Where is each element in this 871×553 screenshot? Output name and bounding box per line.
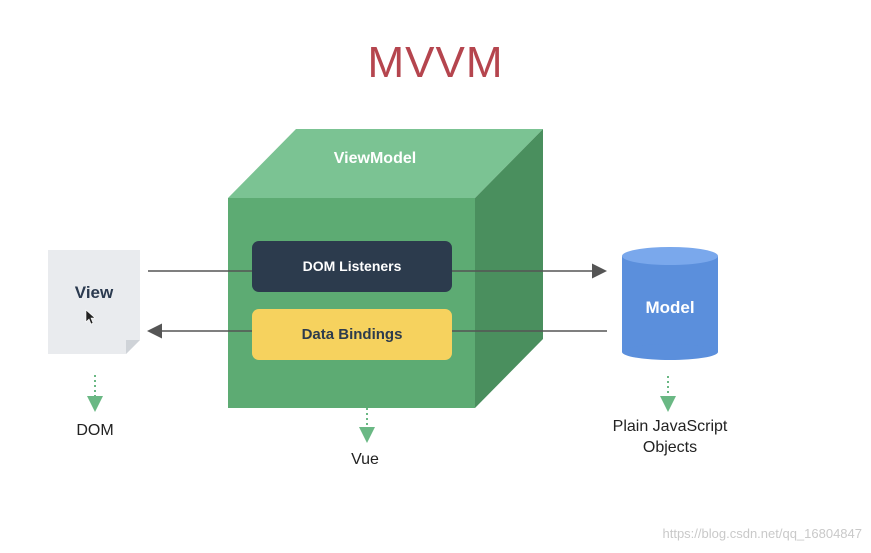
model-label: Model (645, 298, 695, 317)
cube-top-face (228, 129, 543, 198)
data-bindings-box: Data Bindings (252, 309, 452, 360)
model-caption: Plain JavaScript Objects (590, 416, 750, 458)
model-caption-line2: Objects (642, 439, 698, 456)
page-title: MVVM (367, 38, 504, 87)
model-caption-line1: Plain JavaScript (612, 418, 728, 435)
view-label: View (74, 283, 114, 302)
dom-listeners-box: DOM Listeners (252, 241, 452, 292)
viewmodel-cube (228, 129, 543, 408)
cube-front-face (228, 198, 475, 408)
dom-caption: DOM (76, 422, 114, 439)
cube-side-face (475, 129, 543, 408)
watermark: https://blog.csdn.net/qq_16804847 (662, 526, 863, 541)
document-icon (48, 250, 140, 354)
database-icon (622, 247, 718, 360)
mouse-cursor-icon (85, 309, 96, 325)
viewmodel-label: ViewModel (333, 150, 417, 167)
vue-caption: Vue (351, 451, 379, 468)
